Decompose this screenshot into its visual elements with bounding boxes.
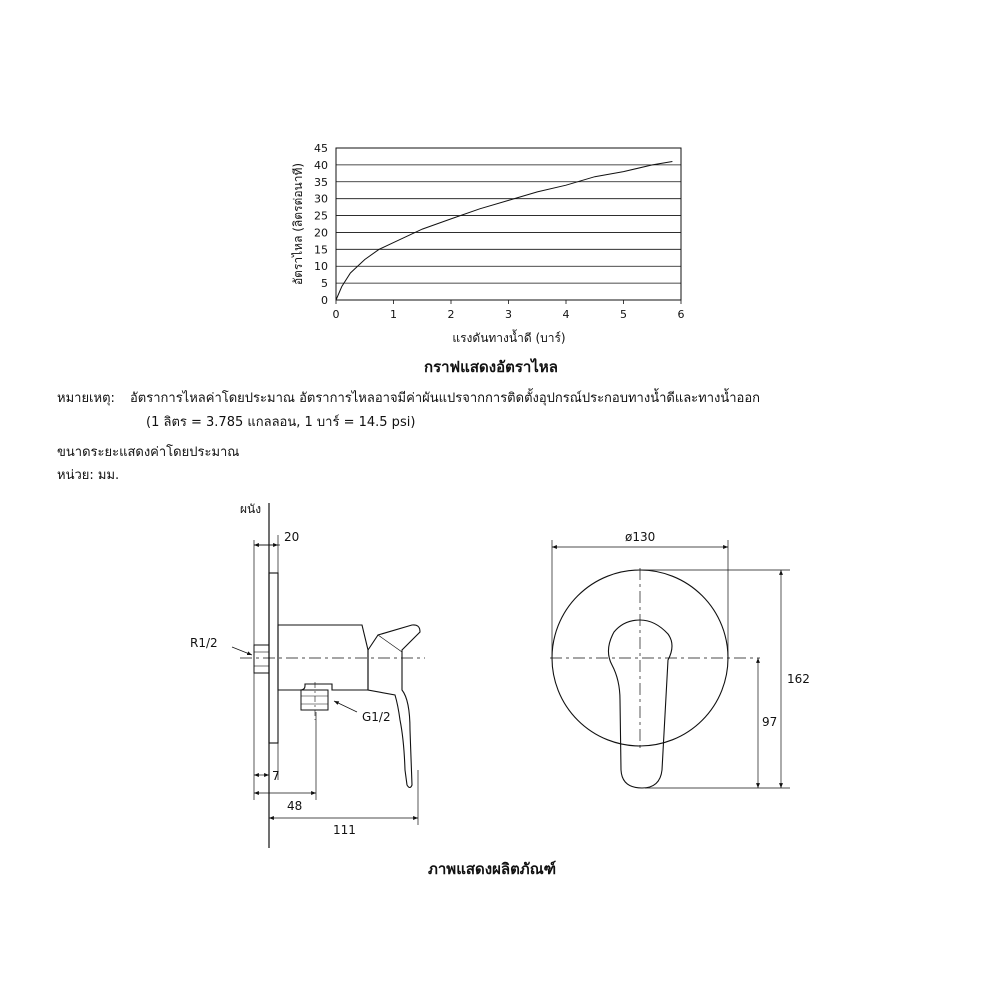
notes-line-2: (1 ลิตร = 3.785 แกลลอน, 1 บาร์ = 14.5 ps… <box>146 415 416 430</box>
dimension-162: 162 <box>787 672 810 686</box>
thread-r-label: R1/2 <box>190 636 218 650</box>
chart-plot-frame <box>335 147 682 301</box>
chart-x-tick-label: 1 <box>390 308 397 321</box>
chart-y-tick-label: 45 <box>314 142 328 155</box>
chart-gridlines <box>336 147 681 301</box>
front-view <box>550 540 790 789</box>
dimension-97: 97 <box>762 715 777 729</box>
chart-y-tick-label: 5 <box>321 277 328 290</box>
chart-x-tick-label: 6 <box>678 308 685 321</box>
chart-x-tick-label: 3 <box>505 308 512 321</box>
product-drawing: ผนัง 20 R1/2 G1/2 7 48 111 ø130 162 97 <box>190 502 810 848</box>
thread-g-label: G1/2 <box>362 710 391 724</box>
chart-y-tick-label: 15 <box>314 243 328 256</box>
chart-x-tick-label: 0 <box>333 308 340 321</box>
lever-handle <box>367 624 421 789</box>
chart-y-tick-label: 40 <box>314 159 328 172</box>
chart-x-tick-label: 4 <box>563 308 570 321</box>
chart-x-axis-label: แรงดันทางน้ำดี (บาร์) <box>452 329 565 345</box>
chart-y-axis-label: อัตราไหล (ลิตรต่อนาที) <box>291 163 305 285</box>
front-lever <box>607 619 673 789</box>
chart-y-tick-labels: 0 5 10 15 20 25 30 35 40 45 <box>314 142 328 307</box>
chart-y-tick-label: 25 <box>314 210 328 223</box>
chart-series-line <box>335 161 673 301</box>
chart-title: กราฟแสดงอัตราไหล <box>424 358 558 376</box>
dimension-diameter-130: ø130 <box>625 530 655 544</box>
chart-y-tick-label: 35 <box>314 176 328 189</box>
dimension-111: 111 <box>333 823 356 837</box>
dimension-48: 48 <box>287 799 302 813</box>
inlet-stub <box>253 644 270 674</box>
dimension-note-line-2: หน่วย: มม. <box>57 468 120 483</box>
chart-x-tick-label: 5 <box>620 308 627 321</box>
notes-line-1: อัตราการไหลค่าโดยประมาณ อัตราการไหลอาจมี… <box>130 391 761 406</box>
dimension-note-line-1: ขนาดระยะแสดงค่าโดยประมาณ <box>57 445 240 460</box>
chart-x-tick-label: 2 <box>448 308 455 321</box>
outlet-stub <box>300 689 329 711</box>
dimension-7: 7 <box>272 769 280 783</box>
chart-y-tick-label: 10 <box>314 260 328 273</box>
chart-y-tick-label: 30 <box>314 193 328 206</box>
drawing-title: ภาพแสดงผลิตภัณฑ์ <box>428 860 557 878</box>
chart-x-tick-labels: 0 1 2 3 4 5 6 <box>333 300 685 321</box>
dimension-20: 20 <box>284 530 299 544</box>
chart-y-tick-label: 20 <box>314 226 328 239</box>
valve-body <box>277 624 369 691</box>
side-view <box>231 503 425 848</box>
chart-y-tick-label: 0 <box>321 294 328 307</box>
notes-label: หมายเหตุ: <box>57 391 115 406</box>
wall-label: ผนัง <box>240 502 261 516</box>
